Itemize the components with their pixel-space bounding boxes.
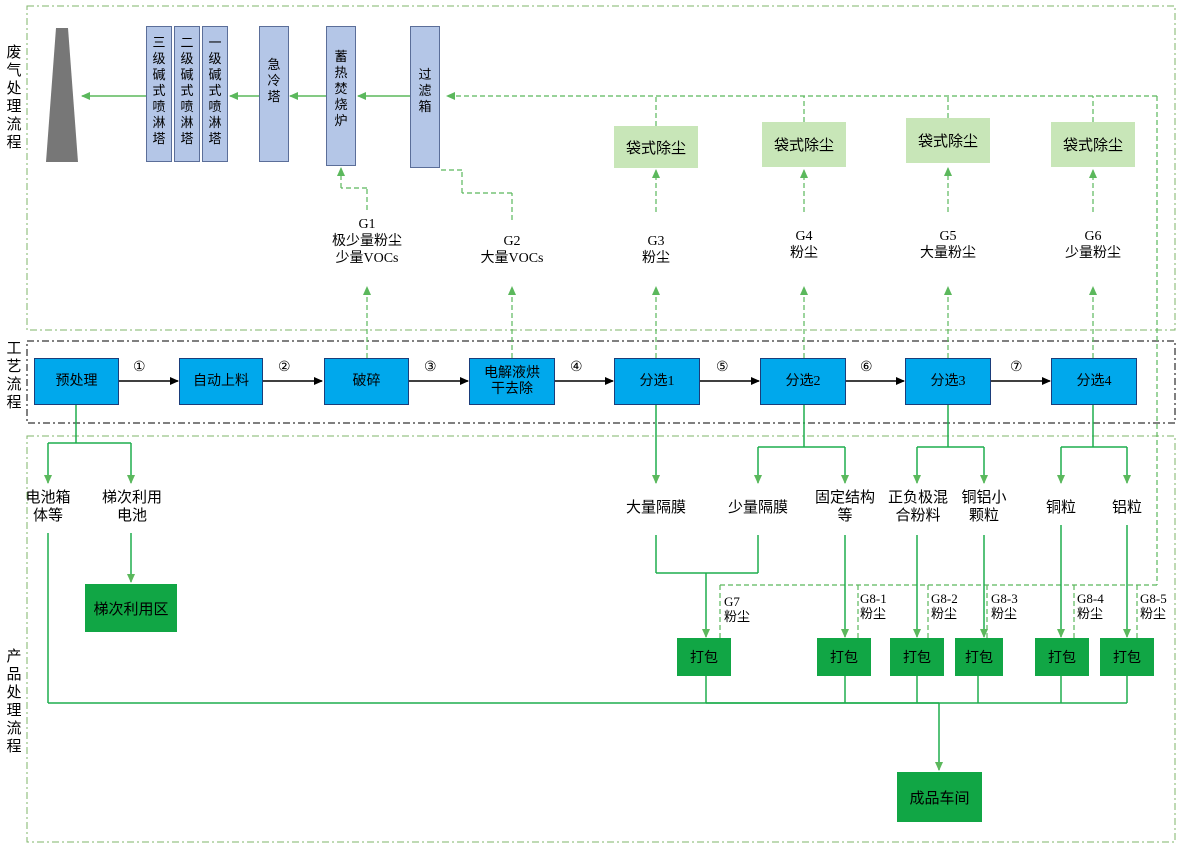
process-section-label: 工艺流程 bbox=[6, 341, 22, 411]
tower-rto-furnace: 蓄热焚烧炉 bbox=[326, 26, 356, 166]
pack-box-6: 打包 bbox=[1100, 638, 1154, 676]
waste-gas-section-label: 废气处理流程 bbox=[6, 45, 22, 151]
step-auto-feeding: 自动上料 bbox=[179, 358, 263, 405]
product-aluminum-particles: 铝粒 bbox=[1111, 500, 1142, 516]
cascade-utilization-area: 梯次利用区 bbox=[85, 584, 177, 632]
step-number-1: ① bbox=[133, 360, 146, 375]
step-number-3: ③ bbox=[424, 360, 437, 375]
step-pretreatment: 预处理 bbox=[34, 358, 119, 405]
dust-collector-3: 袋式除尘 bbox=[906, 118, 990, 163]
step-electrolyte-drying: 电解液烘干去除 bbox=[469, 358, 555, 405]
process-frame bbox=[26, 340, 1176, 424]
step-sort-3: 分选3 bbox=[905, 358, 991, 405]
step-crushing: 破碎 bbox=[324, 358, 409, 405]
dust-collector-1: 袋式除尘 bbox=[614, 126, 698, 168]
pack-box-2: 打包 bbox=[817, 638, 871, 676]
step-number-2: ② bbox=[278, 360, 291, 375]
step-sort-2: 分选2 bbox=[760, 358, 846, 405]
product-copper-particles: 铜粒 bbox=[1045, 500, 1076, 516]
chimney-stack bbox=[46, 28, 78, 162]
dust-collector-4: 袋式除尘 bbox=[1051, 122, 1135, 167]
step-number-7: ⑦ bbox=[1010, 360, 1023, 375]
pack-box-3: 打包 bbox=[890, 638, 944, 676]
product-cathode-anode-powder: 正负极混合粉料 bbox=[887, 490, 948, 524]
step-number-6: ⑥ bbox=[860, 360, 873, 375]
pack-box-4: 打包 bbox=[955, 638, 1003, 676]
waste-gas-frame bbox=[26, 5, 1176, 331]
tower-first-alkali-scrubber: 一级碱式喷淋塔 bbox=[202, 26, 228, 162]
product-cu-al-particles: 铜铝小颗粒 bbox=[961, 490, 1007, 524]
product-cascade-battery: 梯次利用电池 bbox=[102, 490, 163, 524]
product-section-label: 产品处理流程 bbox=[6, 649, 22, 755]
step-number-5: ⑤ bbox=[716, 360, 729, 375]
dust-collector-2: 袋式除尘 bbox=[762, 122, 846, 167]
pack-box-1: 打包 bbox=[677, 638, 731, 676]
tower-second-alkali-scrubber: 二级碱式喷淋塔 bbox=[174, 26, 200, 162]
product-frame bbox=[26, 435, 1176, 843]
finished-products-workshop: 成品车间 bbox=[897, 772, 982, 822]
pack-box-5: 打包 bbox=[1035, 638, 1089, 676]
product-large-separator: 大量隔膜 bbox=[625, 500, 686, 516]
tower-quench: 急冷塔 bbox=[259, 26, 289, 162]
tower-filter-box: 过滤箱 bbox=[410, 26, 440, 168]
step-sort-1: 分选1 bbox=[614, 358, 700, 405]
step-sort-4: 分选4 bbox=[1051, 358, 1137, 405]
product-fixed-structure: 固定结构等 bbox=[814, 490, 875, 524]
tower-third-alkali-scrubber: 三级碱式喷淋塔 bbox=[146, 26, 172, 162]
product-small-separator: 少量隔膜 bbox=[727, 500, 788, 516]
product-battery-case: 电池箱体等 bbox=[25, 490, 71, 524]
step-number-4: ④ bbox=[570, 360, 583, 375]
